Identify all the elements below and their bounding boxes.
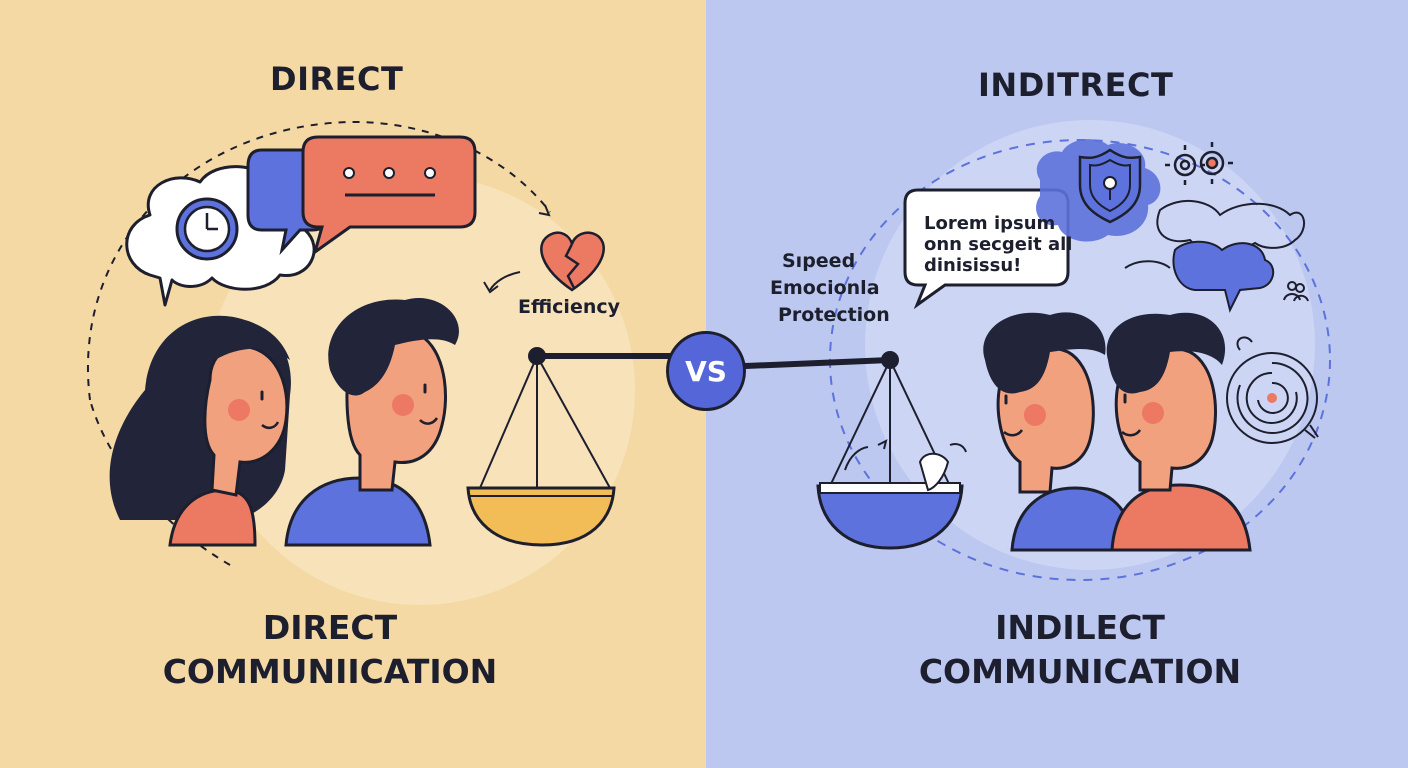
protection-label: Protection <box>778 304 890 326</box>
right-bottom-title: INDILECT COMMUNICATION <box>900 606 1260 694</box>
balance-scale-right <box>816 351 967 550</box>
man-figure-left <box>284 298 459 547</box>
left-title: DIRECT <box>270 60 404 98</box>
bubble-text: Lorem ipsum onn secgeit all dinisissu! <box>924 213 1072 276</box>
left-dashed-orbit <box>87 120 551 401</box>
man-figure-right-front <box>983 312 1137 552</box>
gears-icon <box>1165 142 1233 185</box>
right-bottom-line-1: INDILECT <box>995 608 1165 647</box>
balance-scale-left <box>466 347 616 547</box>
clock-icon <box>175 197 239 261</box>
emotional-label: Emocionla <box>770 277 880 299</box>
bubble-line-1: Lorem ipsum <box>924 213 1056 234</box>
left-bottom-line-1: DIRECT <box>262 608 398 647</box>
coral-speech-bubble <box>301 135 477 256</box>
shield-icon <box>1078 148 1142 224</box>
woman-figure <box>109 315 291 547</box>
vs-badge: VS <box>666 331 746 411</box>
broken-heart-icon <box>540 231 605 292</box>
people-icon <box>1283 281 1309 302</box>
left-bottom-title: DIRECT COMMUNIICATION <box>150 606 510 694</box>
bubble-line-2: onn secgeit all <box>924 234 1073 255</box>
man-figure-right-back <box>1106 312 1252 552</box>
speed-label: Sıpeed <box>782 250 856 272</box>
bubble-line-3: dinisissu! <box>924 255 1022 276</box>
maze-icon <box>1226 336 1319 444</box>
efficiency-label: Efficiency <box>518 296 621 318</box>
right-title: INDITRECT <box>978 66 1174 104</box>
left-bottom-line-2: COMMUNIICATION <box>162 652 498 691</box>
right-bottom-line-2: COMMUNICATION <box>918 652 1242 691</box>
